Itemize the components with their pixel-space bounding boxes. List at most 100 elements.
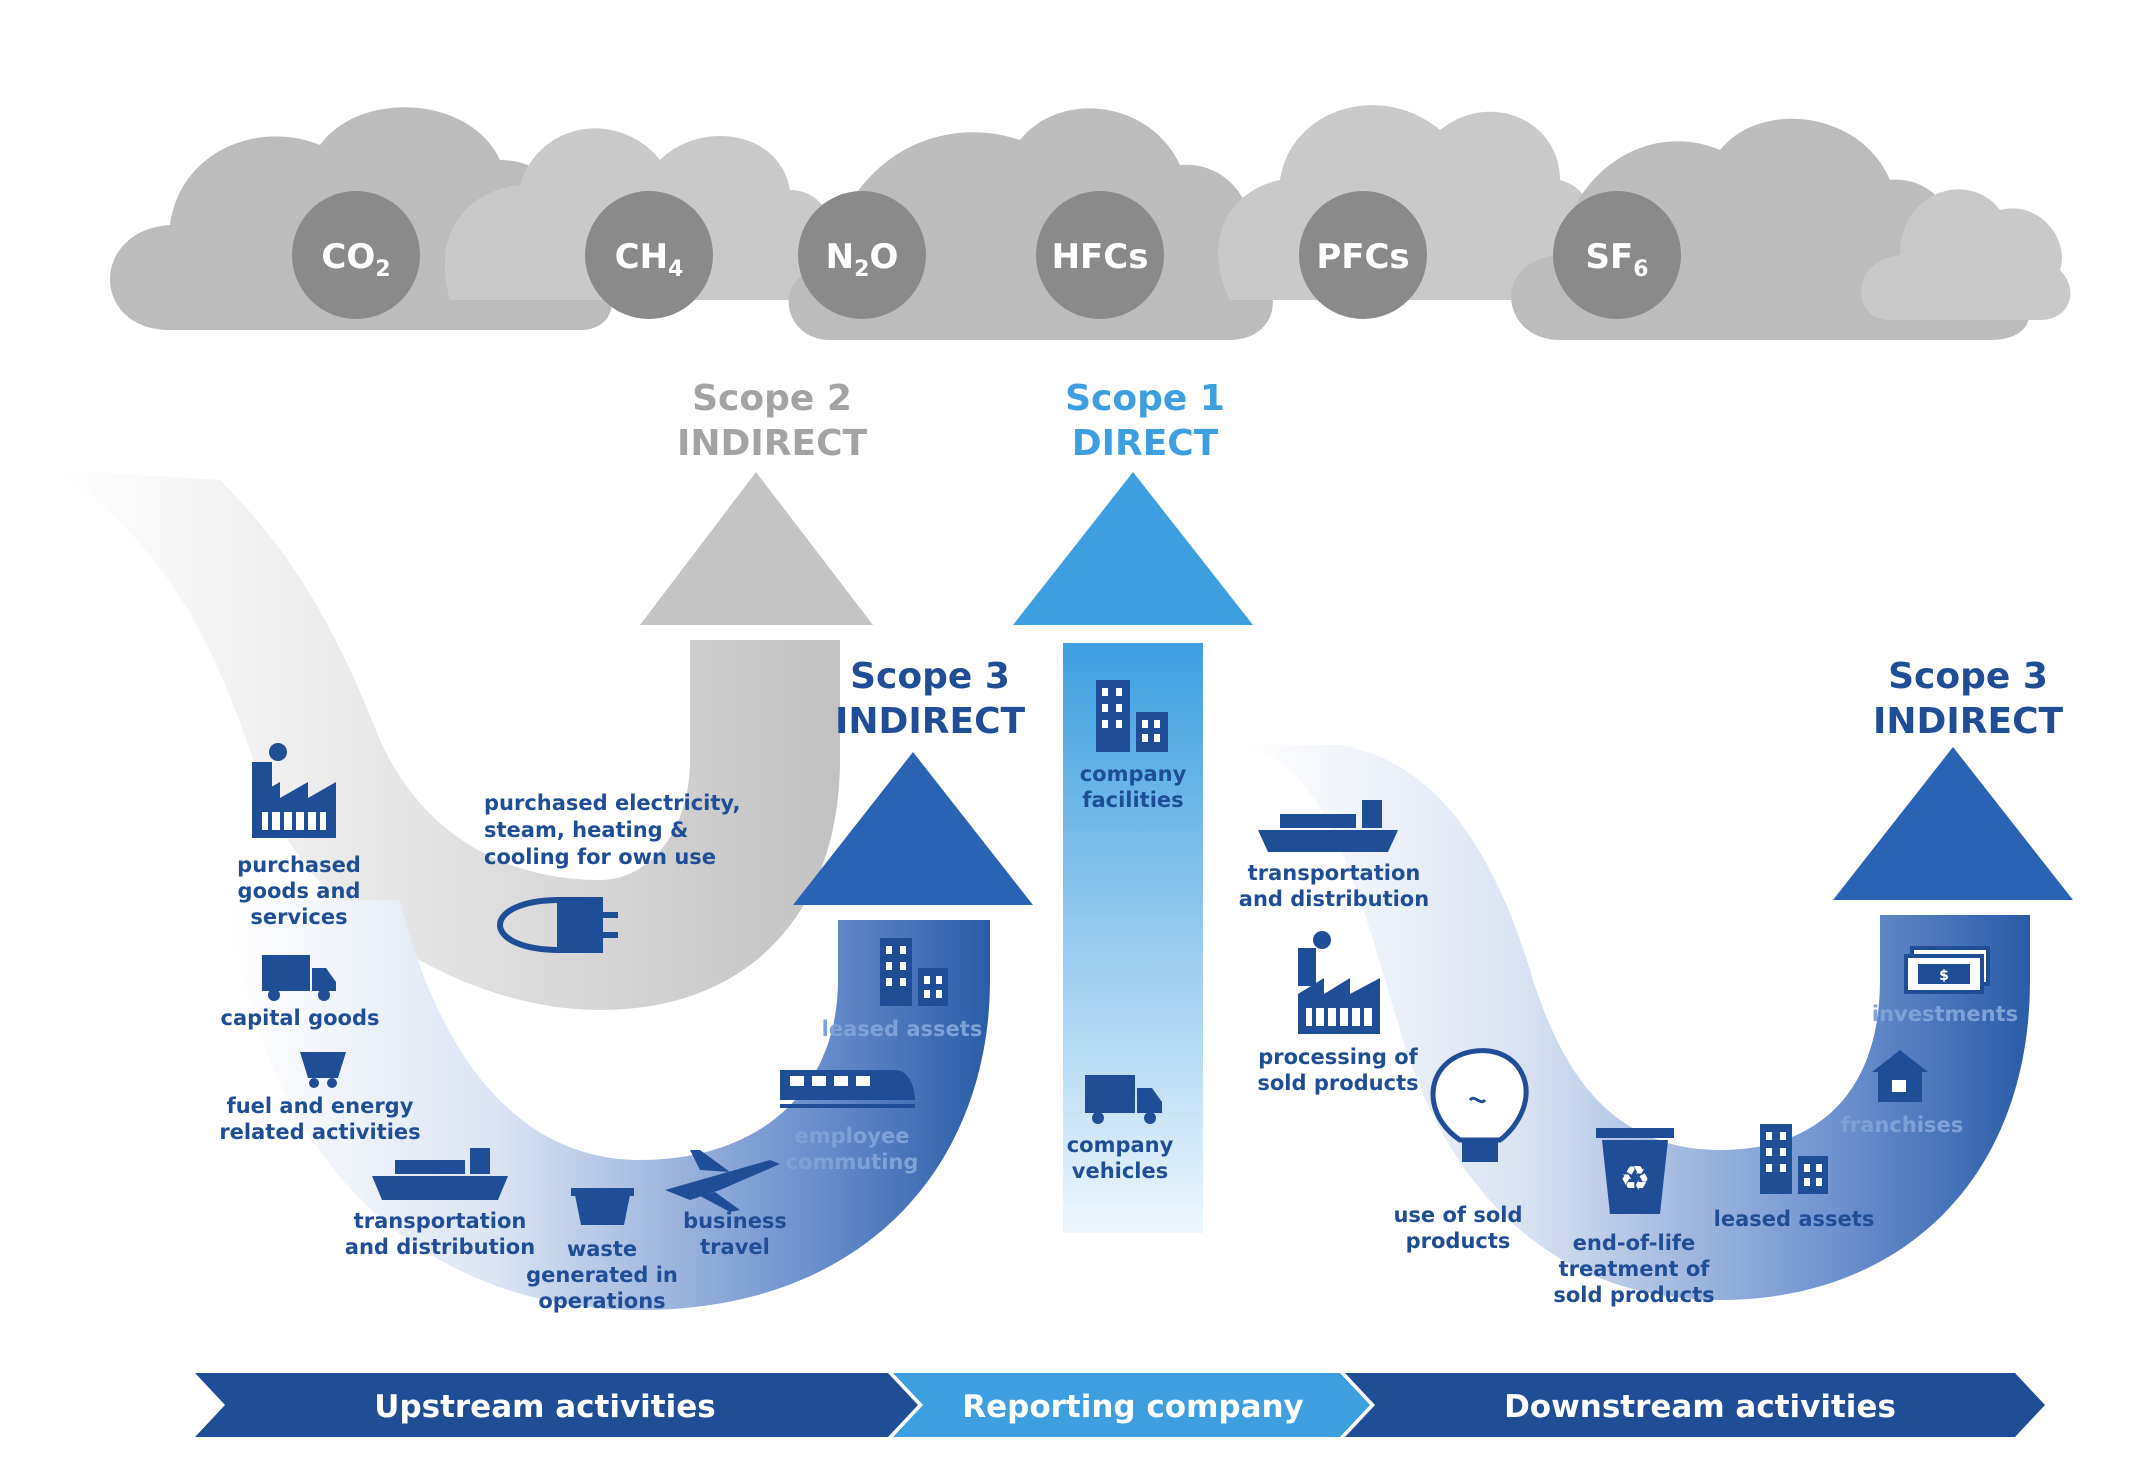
svg-text:waste: waste xyxy=(567,1237,637,1261)
scope3-downstream-title: Scope 3 INDIRECT xyxy=(1873,656,2064,742)
svg-text:business: business xyxy=(683,1209,787,1233)
item-upstream-transportation: transportation and distribution xyxy=(345,1148,535,1259)
svg-text:related activities: related activities xyxy=(219,1120,420,1144)
svg-text:HFCs: HFCs xyxy=(1052,237,1149,277)
item-waste: waste generated in operations xyxy=(526,1188,678,1313)
svg-text:♻: ♻ xyxy=(1620,1159,1650,1199)
svg-text:vehicles: vehicles xyxy=(1072,1159,1168,1183)
ship-icon xyxy=(372,1148,508,1200)
svg-text:commuting: commuting xyxy=(786,1150,919,1174)
svg-text:sold products: sold products xyxy=(1257,1071,1418,1095)
truck-icon xyxy=(1085,1075,1162,1124)
svg-text:steam, heating &: steam, heating & xyxy=(484,818,688,842)
svg-text:Scope 2: Scope 2 xyxy=(692,378,852,419)
cloud-right-small xyxy=(1861,189,2071,320)
scope2-arrowhead xyxy=(640,472,873,625)
item-investments: $ investments xyxy=(1872,946,2018,1026)
item-downstream-transportation: transportation and distribution xyxy=(1239,800,1429,911)
svg-text:PFCs: PFCs xyxy=(1316,237,1409,277)
item-downstream-leased-assets: leased assets xyxy=(1714,1124,1875,1231)
item-fuel-energy: fuel and energy related activities xyxy=(219,1052,421,1144)
item-processing: processing of sold products xyxy=(1257,931,1419,1095)
gas-hfcs: HFCs xyxy=(1036,191,1164,319)
scope3-upstream-arrowhead xyxy=(793,752,1033,905)
buildings-icon xyxy=(1096,680,1168,752)
money-stack-icon: $ xyxy=(1904,946,1990,994)
svg-text:DIRECT: DIRECT xyxy=(1072,423,1219,464)
svg-text:products: products xyxy=(1406,1229,1511,1253)
scope1-arrow xyxy=(1013,472,1253,1233)
item-employee-commuting: employee commuting xyxy=(780,1070,918,1174)
svg-text:investments: investments xyxy=(1872,1002,2018,1026)
upstream-band: Upstream activities xyxy=(195,1373,918,1437)
svg-text:transportation: transportation xyxy=(354,1209,527,1233)
item-company-vehicles: company vehicles xyxy=(1067,1075,1174,1183)
plug-icon xyxy=(497,897,618,953)
item-upstream-leased-assets: leased assets xyxy=(822,938,983,1041)
item-purchased-goods: purchased goods and services xyxy=(237,743,361,929)
svg-text:INDIRECT: INDIRECT xyxy=(677,423,868,464)
svg-text:capital goods: capital goods xyxy=(221,1006,380,1030)
recycle-bin-icon: ♻ xyxy=(1596,1128,1674,1214)
svg-text:CH4: CH4 xyxy=(615,237,684,282)
airplane-icon xyxy=(665,1150,780,1212)
svg-text:services: services xyxy=(250,905,347,929)
svg-text:cooling for own use: cooling for own use xyxy=(484,845,716,869)
factory-icon xyxy=(1298,931,1380,1034)
dumpster-icon xyxy=(571,1188,634,1225)
gas-co2: CO2 xyxy=(292,191,420,319)
scope3-downstream-arrow xyxy=(1240,745,2073,1300)
scope2-title: Scope 2 INDIRECT xyxy=(677,378,868,464)
gas-pfcs: PFCs xyxy=(1299,191,1427,319)
scope1-title: Scope 1 DIRECT xyxy=(1065,378,1225,464)
gas-ch4: CH4 xyxy=(585,191,713,319)
svg-text:operations: operations xyxy=(538,1289,665,1313)
scope3-downstream-u-band xyxy=(1240,745,2030,1300)
svg-text:company: company xyxy=(1080,762,1187,786)
svg-text:Reporting company: Reporting company xyxy=(962,1389,1304,1425)
svg-text:CO2: CO2 xyxy=(321,237,390,282)
item-end-of-life: ♻ end-of-life treatment of sold products xyxy=(1553,1128,1715,1307)
scope3-downstream-arrowhead xyxy=(1833,747,2073,900)
svg-text:travel: travel xyxy=(700,1235,770,1259)
scope1-arrowhead xyxy=(1013,472,1253,625)
svg-text:processing of: processing of xyxy=(1258,1045,1418,1069)
svg-text:treatment of: treatment of xyxy=(1559,1257,1711,1281)
item-capital-goods: capital goods xyxy=(221,955,380,1030)
item-franchises: franchises xyxy=(1841,1050,1963,1137)
scope3-upstream-arrow xyxy=(230,752,1033,1310)
reporting-band: Reporting company xyxy=(893,1373,1370,1437)
lightbulb-icon xyxy=(1430,1048,1529,1162)
svg-text:Downstream activities: Downstream activities xyxy=(1504,1389,1896,1425)
gas-n2o: N2O xyxy=(798,191,926,319)
svg-text:purchased electricity,: purchased electricity, xyxy=(484,791,740,815)
svg-text:Upstream activities: Upstream activities xyxy=(374,1389,715,1425)
svg-text:purchased: purchased xyxy=(237,853,361,877)
factory-icon xyxy=(252,743,336,838)
svg-text:franchises: franchises xyxy=(1841,1113,1963,1137)
svg-text:facilities: facilities xyxy=(1082,788,1183,812)
gas-circles: CO2 CH4 N2O HFCs PFCs SF6 xyxy=(292,191,1681,319)
house-icon xyxy=(1872,1050,1928,1102)
buildings-icon xyxy=(1760,1124,1828,1194)
item-purchased-electricity: purchased electricity, steam, heating & … xyxy=(484,791,740,953)
svg-text:fuel and energy: fuel and energy xyxy=(227,1094,414,1118)
gas-sf6: SF6 xyxy=(1553,191,1681,319)
item-use-of-sold-products: use of sold products xyxy=(1393,1048,1529,1253)
svg-text:Scope 1: Scope 1 xyxy=(1065,378,1225,419)
svg-text:SF6: SF6 xyxy=(1585,237,1648,282)
coal-cart-icon xyxy=(300,1052,346,1088)
scope3-upstream-title: Scope 3 INDIRECT xyxy=(835,656,1026,742)
svg-text:INDIRECT: INDIRECT xyxy=(1873,701,2064,742)
svg-text:Scope 3: Scope 3 xyxy=(1888,656,2048,697)
svg-text:INDIRECT: INDIRECT xyxy=(835,701,1026,742)
svg-text:Scope 3: Scope 3 xyxy=(850,656,1010,697)
ship-icon xyxy=(1258,800,1398,852)
svg-text:leased assets: leased assets xyxy=(822,1017,983,1041)
svg-text:and distribution: and distribution xyxy=(345,1235,535,1259)
scope2-arrow xyxy=(60,470,873,1010)
downstream-band: Downstream activities xyxy=(1345,1373,2045,1437)
svg-text:leased assets: leased assets xyxy=(1714,1207,1875,1231)
svg-text:goods and: goods and xyxy=(238,879,361,903)
scope3-upstream-u-band xyxy=(230,900,990,1310)
